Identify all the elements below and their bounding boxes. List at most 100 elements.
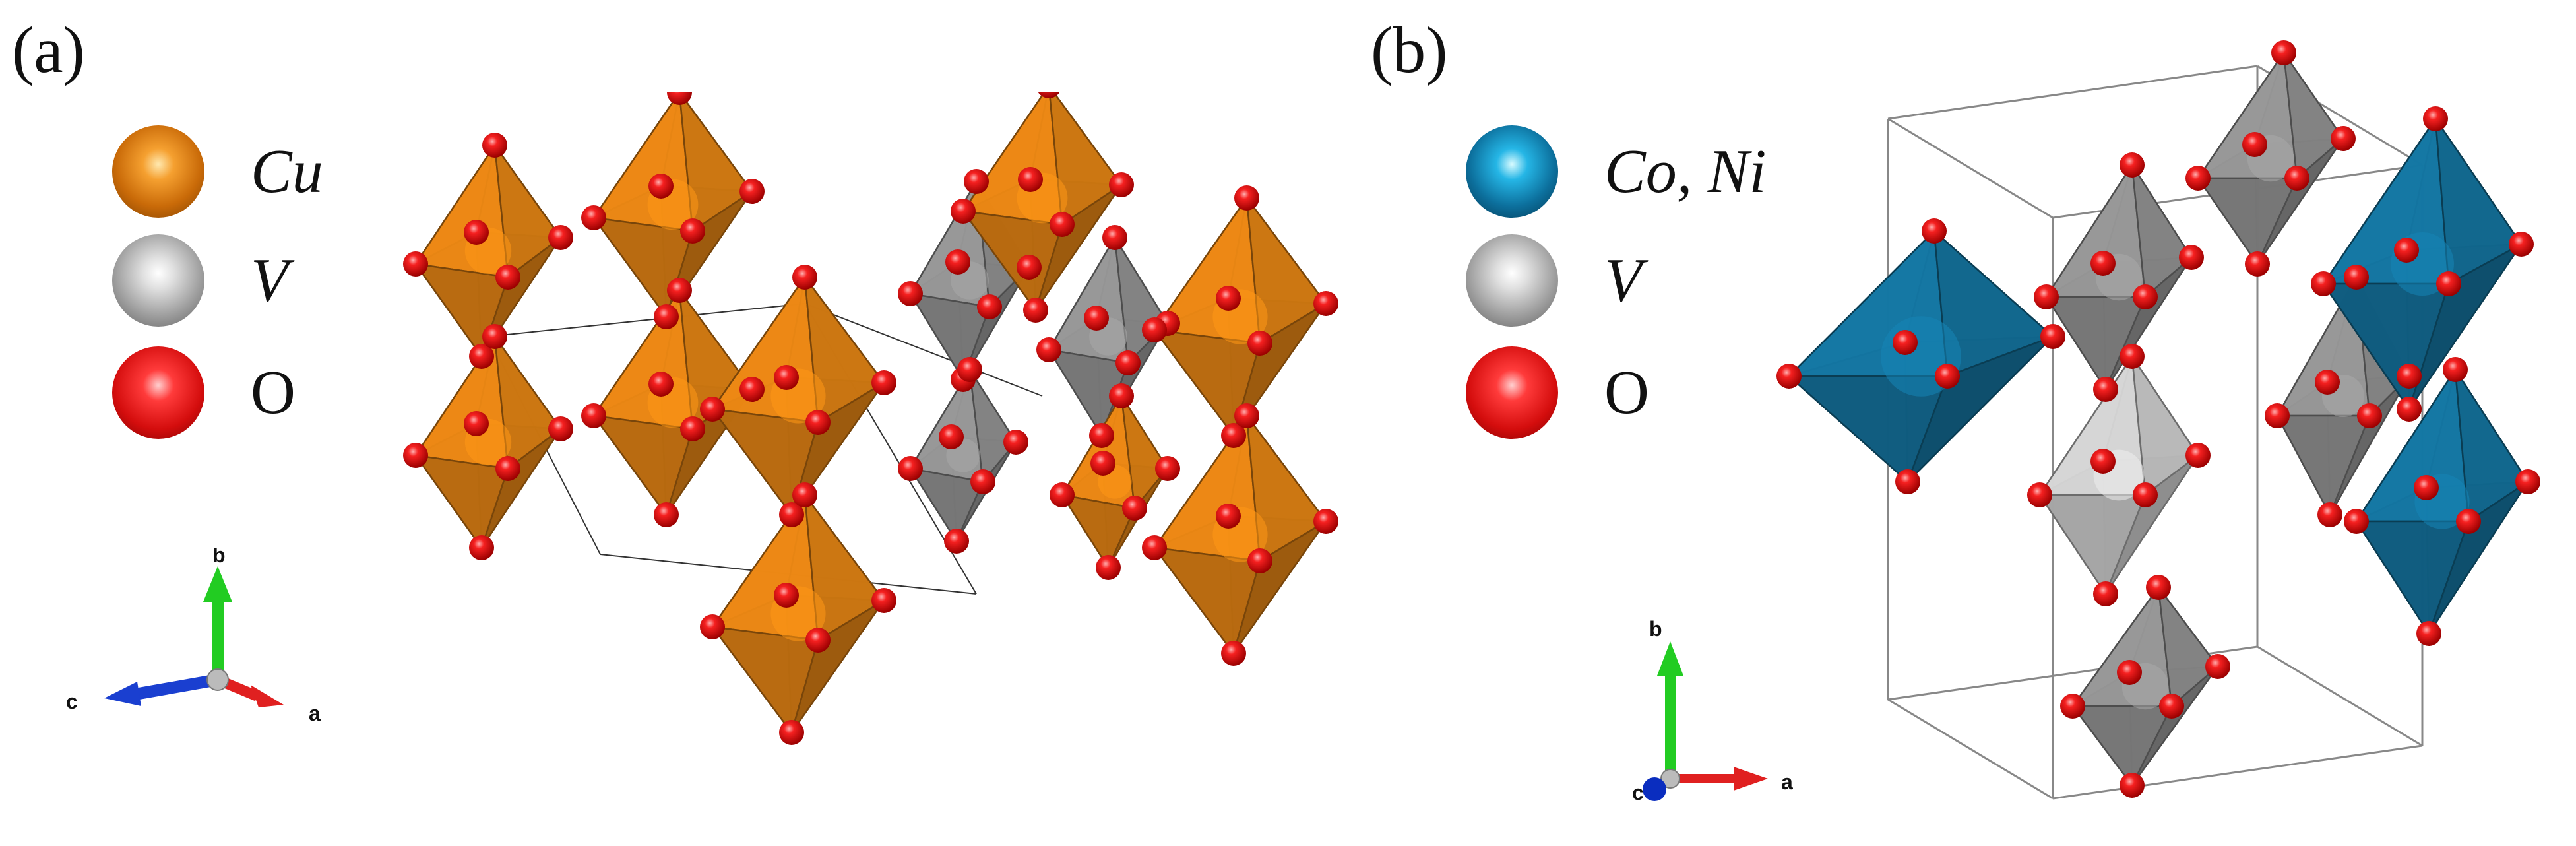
oxygen-atom: [2414, 475, 2439, 500]
copper-octahedron: [414, 142, 563, 360]
axis-b-arrowhead-b: [1657, 641, 1683, 676]
oxygen-atom: [403, 443, 428, 468]
oxygen-atom: [2120, 773, 2145, 798]
oxygen-atoms-b: [1776, 40, 2540, 798]
oxygen-atom: [1115, 350, 1141, 375]
o-atom-swatch: [112, 346, 204, 439]
oxygen-atom: [2344, 509, 2369, 534]
legend-label-o-b: O: [1604, 358, 1649, 427]
cu-atom-swatch: [112, 125, 204, 218]
oxygen-atom: [2394, 238, 2419, 263]
oxygen-atom: [1234, 185, 1259, 211]
crystal-structure-a: [403, 92, 1338, 745]
crystal-structure-b: [1776, 40, 2540, 800]
oxygen-atom: [2027, 482, 2052, 507]
oxygen-atom: [495, 265, 520, 290]
oxygen-atom: [2159, 694, 2184, 719]
axis-c-arrowhead: [104, 682, 141, 706]
axis-label-a: a: [309, 701, 321, 725]
unit-cell-edge: [2052, 744, 2423, 800]
oxygen-atom: [792, 265, 817, 290]
oxygen-atom: [2515, 469, 2540, 494]
oxygen-atom: [2040, 324, 2065, 349]
oxygen-atom: [2093, 377, 2118, 402]
copper-octahedron-face: [1232, 302, 1327, 436]
copper-octahedron-face: [414, 454, 509, 550]
polyhedra-a: [414, 92, 1328, 735]
cobalt-nickel-octahedron: [2354, 367, 2530, 637]
oxygen-atom: [2315, 370, 2340, 395]
panel-a: (a) Cu V O b c a: [12, 13, 1338, 745]
panel-label-a: (a): [12, 13, 85, 86]
legend-label-co-ni: Co, Ni: [1604, 137, 1767, 206]
oxygen-atom: [464, 411, 489, 436]
oxygen-atom: [898, 456, 923, 481]
copper-octahedron-face: [790, 599, 885, 733]
oxygen-atom: [648, 174, 674, 199]
cobalt-nickel-octahedron: [1786, 228, 2056, 484]
oxygen-atom: [2397, 364, 2422, 389]
oxygen-atom: [1313, 509, 1338, 534]
oxygen-atom: [2416, 621, 2441, 646]
unit-cell-edge: [2257, 645, 2423, 747]
copper-octahedron-face: [1232, 520, 1327, 654]
vanadium-tetrahedron: [2196, 50, 2345, 267]
oxygen-atom: [2456, 509, 2481, 534]
oxygen-atom: [1155, 456, 1180, 481]
oxygen-atom: [1216, 504, 1241, 529]
oxygen-atom: [1313, 291, 1338, 316]
oxygen-atom: [2117, 660, 2142, 685]
oxygen-atom: [1216, 286, 1241, 311]
oxygen-atom: [939, 424, 964, 449]
oxygen-atom: [779, 502, 804, 527]
oxygen-atom: [464, 220, 489, 245]
legend-label-o: O: [251, 358, 296, 427]
oxygen-atom: [1109, 172, 1134, 197]
axis-c-arrow: [134, 674, 219, 700]
panel-b: (b) Co, Ni V O b c a: [1288, 0, 2576, 846]
oxygen-atom: [2090, 449, 2116, 474]
oxygen-atom: [1023, 298, 1048, 323]
oxygen-atom: [2331, 126, 2356, 151]
oxygen-atom: [1776, 364, 1802, 389]
oxygen-atom: [667, 278, 692, 303]
oxygen-atom: [805, 628, 831, 653]
oxygen-atom: [1003, 430, 1028, 455]
vanadium-tetrahedron: [2038, 354, 2200, 597]
unit-cell-edge: [1887, 117, 2054, 219]
oxygen-atom: [680, 416, 705, 441]
oxygen-atom: [482, 324, 507, 349]
axis-label-a-b: a: [1781, 770, 1793, 794]
co-ni-atom-swatch: [1466, 125, 1558, 218]
oxygen-atom: [2344, 265, 2369, 290]
oxygen-atom: [970, 469, 995, 494]
cobalt-nickel-octahedron-face: [1906, 335, 2054, 482]
oxygen-atom: [1234, 403, 1259, 428]
oxygen-atom: [654, 502, 679, 527]
oxygen-atom: [469, 344, 494, 369]
vanadium-tetrahedron-face: [2104, 455, 2199, 595]
oxygen-atom: [495, 456, 520, 481]
oxygen-atom: [739, 377, 765, 402]
axis-b-arrowhead: [203, 566, 232, 602]
oxygen-atom: [700, 397, 725, 422]
copper-octahedron-face: [790, 381, 885, 515]
axis-label-c: c: [66, 690, 78, 713]
oxygen-atom: [548, 225, 573, 250]
oxygen-atom: [871, 370, 896, 395]
legend-label-v: V: [251, 246, 289, 315]
oxygen-atom: [2397, 397, 2422, 422]
oxygen-atom: [469, 535, 494, 560]
oxygen-atom: [739, 179, 765, 204]
oxygen-atom: [2133, 482, 2158, 507]
oxygen-atom: [667, 92, 692, 105]
axis-a-arrowhead: [251, 685, 284, 707]
copper-octahedron-face: [1034, 183, 1123, 311]
unit-cell-edge: [1887, 698, 2054, 800]
oxygen-atom: [1142, 535, 1167, 560]
oxygen-atom: [792, 482, 817, 507]
cobalt-nickel-octahedron-face: [2428, 480, 2529, 634]
oxygen-atom: [1893, 330, 1918, 355]
oxygen-atom: [1050, 212, 1075, 237]
axis-triad-a: b c a: [66, 548, 321, 725]
